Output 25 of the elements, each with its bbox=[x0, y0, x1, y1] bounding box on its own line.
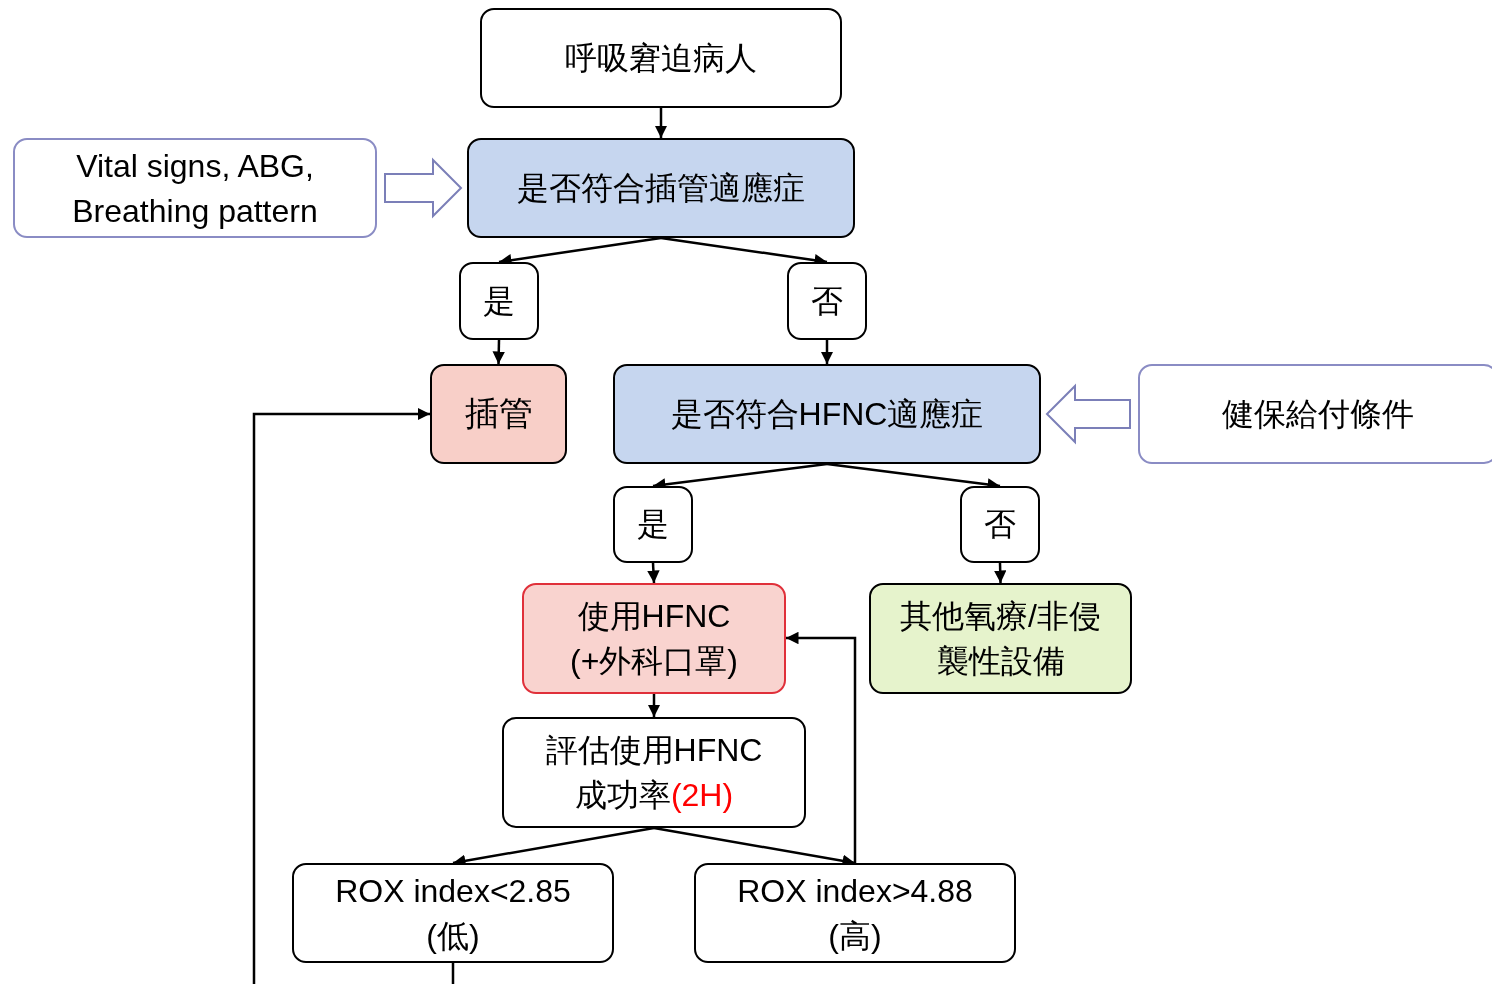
process-box: 否 bbox=[787, 262, 867, 340]
process-box: 使用HFNC (+外科口罩) bbox=[522, 583, 786, 694]
process-box: 是否符合插管適應症 bbox=[467, 138, 855, 238]
process-box: ROX index<2.85 (低) bbox=[292, 863, 614, 963]
arrow bbox=[647, 562, 660, 584]
arrow bbox=[252, 407, 455, 984]
arrow bbox=[786, 631, 857, 863]
process-box: 是 bbox=[613, 486, 693, 563]
process-box: 否 bbox=[960, 486, 1040, 563]
process-box: 呼吸窘迫病人 bbox=[480, 8, 842, 108]
input-box: 健保給付條件 bbox=[1138, 364, 1492, 464]
hollow-arrow bbox=[384, 157, 463, 219]
process-box: 是 bbox=[459, 262, 539, 340]
process-box: 其他氧療/非侵襲性設備 bbox=[869, 583, 1132, 694]
input-box: Vital signs, ABG, Breathing pattern bbox=[13, 138, 377, 238]
process-box: 評估使用HFNC成功率(2H) bbox=[502, 717, 806, 828]
hollow-arrow bbox=[1045, 383, 1131, 445]
arrow bbox=[654, 108, 668, 138]
process-box: 插管 bbox=[430, 364, 567, 464]
arrow bbox=[993, 562, 1007, 584]
process-box: ROX index>4.88 (高) bbox=[694, 863, 1016, 963]
arrow bbox=[647, 694, 661, 717]
arrow bbox=[492, 339, 505, 365]
arrow bbox=[820, 340, 834, 364]
process-box: 是否符合HFNC適應症 bbox=[613, 364, 1041, 464]
